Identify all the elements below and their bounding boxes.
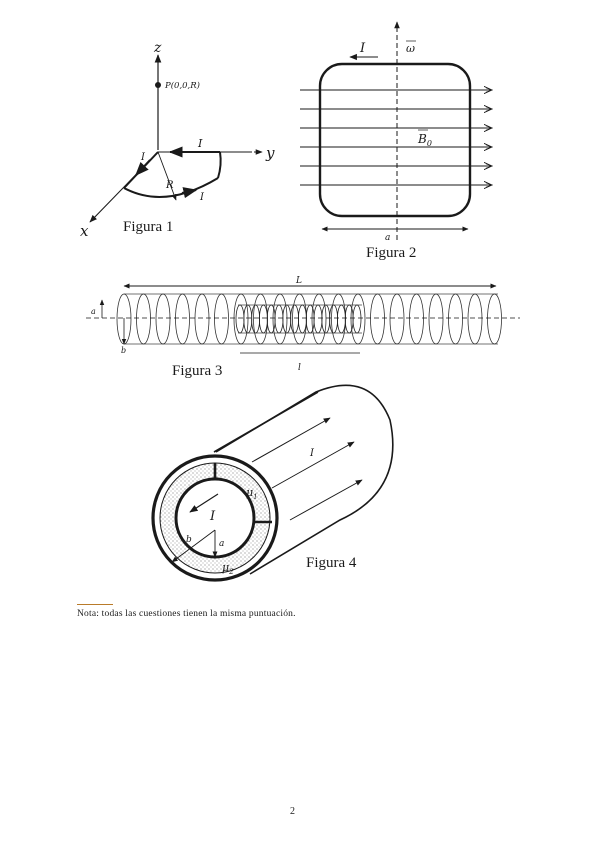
inner-coil-turn: [266, 304, 276, 334]
surface-current-arrow: [289, 479, 363, 521]
figure-2-caption: Figura 2: [366, 245, 416, 261]
field-label: B0: [417, 132, 432, 148]
current-inner-label: I: [209, 509, 216, 524]
inner-coil-turn: [258, 304, 268, 334]
inner-coil-turn: [352, 304, 362, 334]
inner-coil-turn: [313, 304, 323, 334]
cylinder-top-edge: [213, 391, 319, 453]
z-axis-label: z: [153, 40, 162, 56]
figure-3-caption: Figura 3: [172, 363, 222, 379]
length-outer-label: L: [295, 276, 302, 286]
outer-coil-turn: [487, 293, 502, 345]
current-arc-label: I: [199, 192, 205, 203]
outer-coil-turn: [311, 293, 327, 345]
inner-coil-turn: [235, 304, 245, 334]
outer-coil-turn: [175, 293, 190, 345]
inner-coil-turn: [336, 304, 346, 334]
inner-coil-turn: [251, 304, 261, 334]
cylinder-body: [215, 384, 394, 575]
outer-coil-turn: [389, 293, 405, 345]
radius-b-label: b: [186, 535, 192, 545]
figure-1-caption: Figura 1: [123, 219, 173, 235]
page-number: 2: [290, 806, 295, 817]
outer-coil-turn: [370, 293, 385, 345]
outer-coil-turn: [233, 293, 249, 345]
current-left-label: I: [140, 152, 146, 163]
inner-coil-turn: [344, 304, 354, 334]
omega-label: ω: [406, 42, 415, 55]
inner-coil-turn: [329, 304, 339, 334]
y-axis-label: y: [265, 144, 275, 162]
outer-coil-turn: [214, 293, 229, 345]
point-p: [155, 82, 161, 88]
outer-coil-turn: [350, 293, 366, 345]
figure-2: ω I B0 a Figura 2: [300, 21, 492, 261]
outer-coil-turn: [331, 293, 346, 345]
wire-arc-end: [217, 151, 222, 179]
outer-coil-turn: [428, 293, 444, 345]
radius-label: R: [165, 180, 174, 191]
radius-b-label: b: [121, 346, 126, 355]
mu2-label: μ2: [222, 561, 234, 576]
inner-coil-turn: [305, 304, 315, 334]
inner-coil-turn: [274, 304, 284, 334]
outer-coils: [116, 293, 502, 345]
inner-current-arrow: [189, 493, 219, 513]
current-loop: [318, 62, 472, 218]
radius-b-line: [171, 529, 216, 563]
outer-coil-turn: [194, 293, 210, 345]
wire-arc: [123, 177, 219, 198]
point-p-label: P(0,0,R): [164, 80, 200, 91]
arc-arrow: [181, 187, 198, 199]
current-outer-label: I: [309, 448, 315, 459]
outer-coil-turn: [292, 293, 307, 345]
figure-3: L a b l Figura 3: [86, 276, 520, 379]
figure-4-caption: Figura 4: [306, 555, 357, 571]
radius-line: [157, 151, 177, 201]
surface-current-arrow: [251, 417, 331, 463]
footnote-rule: [77, 604, 113, 605]
outer-coil-turn: [467, 293, 483, 345]
field-lines: [300, 90, 492, 185]
surface-current-arrow: [271, 441, 355, 489]
figure-1: z P(0,0,R) y x R I I I Figura 1: [80, 40, 275, 240]
outer-coil-turn: [136, 293, 151, 345]
inner-coils: [235, 304, 362, 334]
side-label: a: [385, 233, 390, 243]
current-label: I: [359, 41, 366, 56]
radius-a-label: a: [91, 307, 96, 316]
length-inner-label: l: [298, 363, 301, 373]
wire-x-arrow: [135, 159, 151, 177]
outer-coil-turn: [409, 293, 424, 345]
current-top-label: I: [197, 137, 203, 150]
outer-coil-turn: [448, 293, 463, 345]
x-axis-label: x: [80, 222, 89, 240]
outer-coil-turn: [272, 293, 288, 345]
mu1-label: μ1: [246, 486, 258, 501]
figure-4: I μ1 μ2 I a b Figura 4: [151, 384, 394, 582]
radius-a-label: a: [219, 539, 224, 549]
footnote: Nota: todas las cuestiones tienen la mis…: [77, 609, 296, 619]
outer-coil-turn: [253, 293, 268, 345]
inner-coil-turn: [290, 304, 300, 334]
inner-coil-turn: [297, 304, 307, 334]
outer-coil-turn: [155, 293, 171, 345]
